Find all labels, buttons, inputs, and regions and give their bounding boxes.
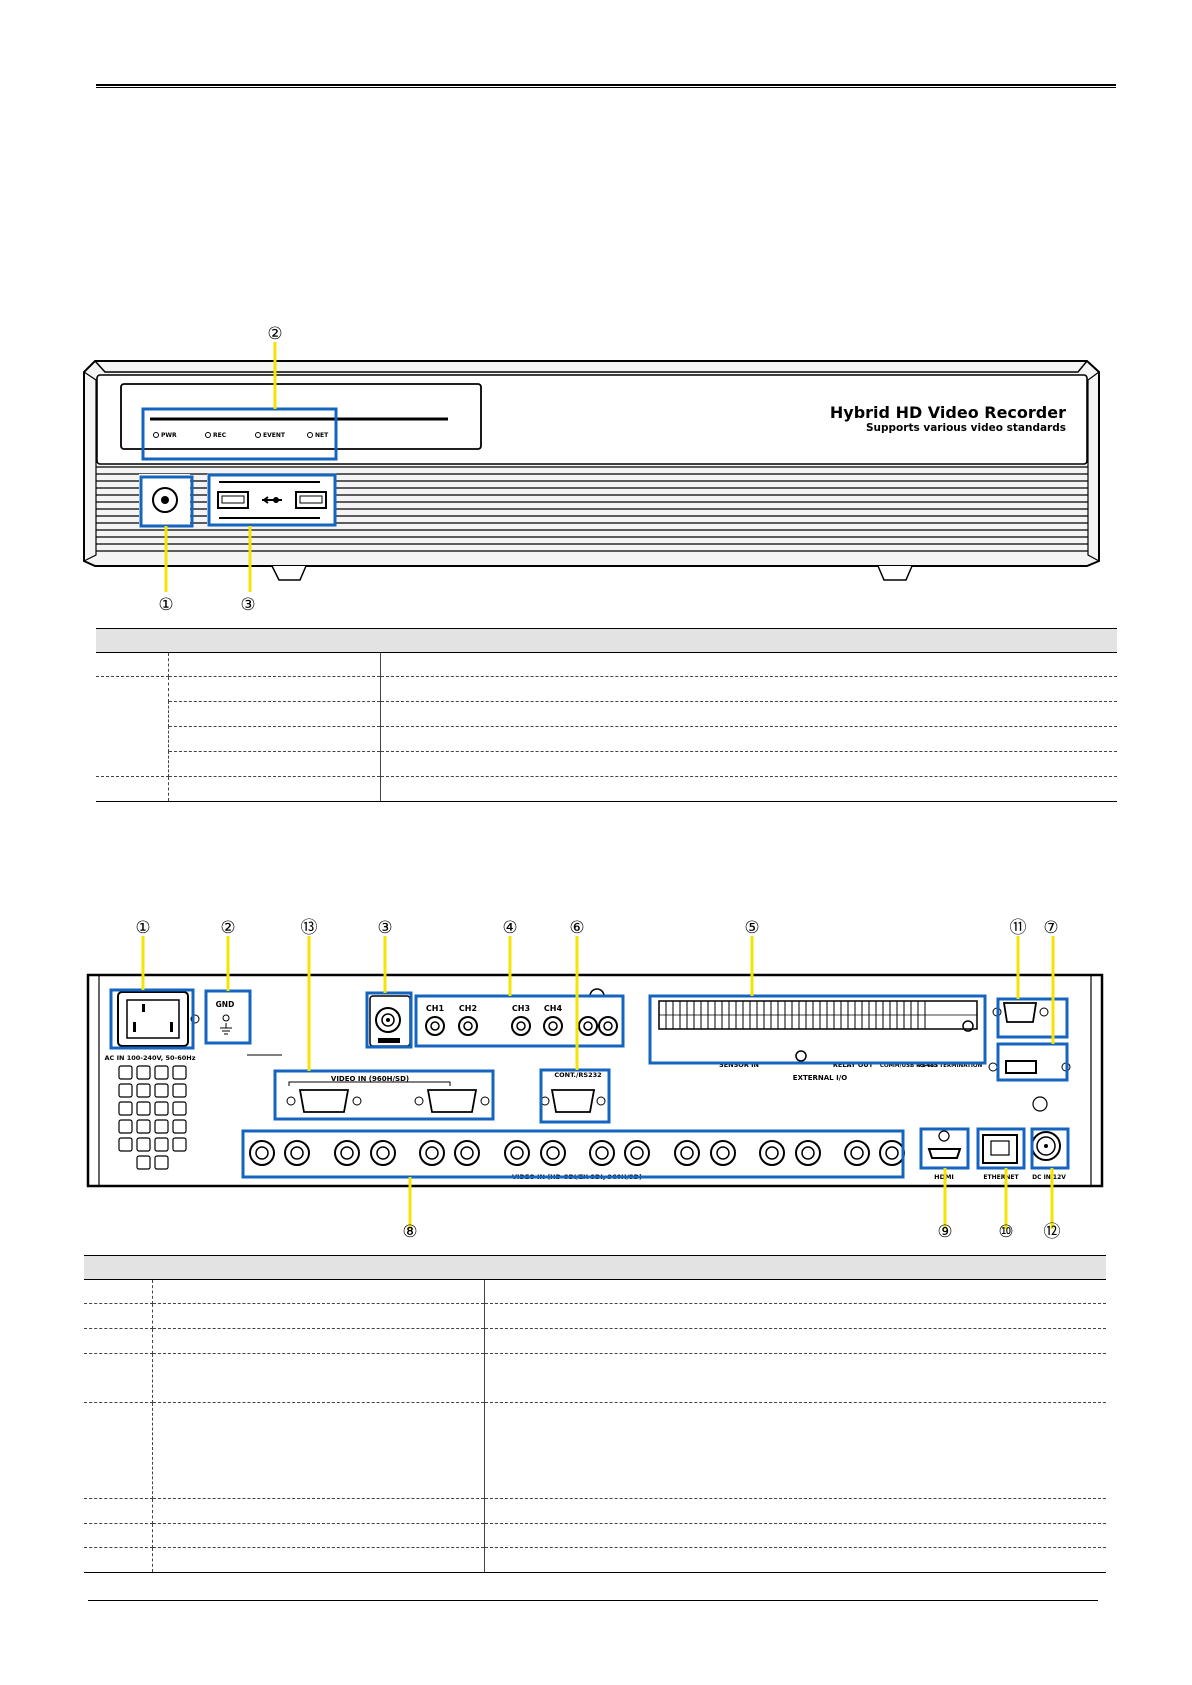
table-cell: [96, 776, 169, 802]
ch1-label: CH1: [426, 1004, 445, 1013]
table-cell: [84, 1547, 153, 1573]
table-header-cell: [380, 628, 1117, 653]
rear-callout-2: ②: [220, 918, 235, 938]
table-cell: [484, 1498, 1106, 1524]
table-cell: [84, 1353, 153, 1403]
table-cell: [96, 652, 169, 677]
table-cell: [484, 1303, 1106, 1329]
brand-title: Hybrid HD Video Recorder: [830, 403, 1066, 422]
rear-callout-5: ⑤: [744, 918, 759, 938]
table-cell: [96, 676, 169, 777]
table-cell: [380, 652, 1117, 677]
table-cell: [84, 1523, 153, 1548]
table-cell: [168, 652, 381, 677]
rear-callout-1: ①: [135, 918, 150, 938]
control-rs232-label: CONT./RS232: [554, 1071, 601, 1079]
table-cell: [84, 1279, 153, 1304]
front-panel-table: [96, 628, 1117, 802]
table-cell: [380, 726, 1117, 752]
rear-panel-diagram: AC IN 100-240V, 50-60Hz GND CH1 CH2 CH3 …: [86, 918, 1104, 1242]
ch4-label: CH4: [544, 1004, 563, 1013]
table-cell: [152, 1523, 485, 1548]
led-label-rec: REC: [213, 432, 227, 439]
callout-3: ③: [240, 595, 255, 615]
rear-callout-7: ⑦: [1043, 918, 1058, 938]
table-cell: [84, 1498, 153, 1524]
table-cell: [380, 701, 1117, 727]
table-cell: [152, 1498, 485, 1524]
table-cell: [168, 776, 381, 802]
ch2-label: CH2: [459, 1004, 477, 1013]
rear-callout-4: ④: [502, 918, 517, 938]
rear-callout-6: ⑥: [569, 918, 584, 938]
rear-callout-9: ⑨: [937, 1222, 952, 1242]
led-label-pwr: PWR: [161, 432, 177, 439]
led-label-net: NET: [315, 432, 329, 439]
dc-in-label: DC IN 12V: [1032, 1174, 1066, 1181]
table-cell: [380, 776, 1117, 802]
rear-callout-12: ⑫: [1044, 1222, 1061, 1242]
rear-panel-table: [84, 1255, 1106, 1573]
ch3-label: CH3: [512, 1004, 530, 1013]
table-cell: [152, 1328, 485, 1354]
table-cell: [152, 1547, 485, 1573]
table-header-cell: [84, 1255, 484, 1280]
table-header-cell: [96, 628, 380, 653]
table-cell: [152, 1279, 485, 1304]
rear-callout-13: ⑬: [301, 918, 318, 938]
table-cell: [380, 676, 1117, 702]
table-cell: [484, 1523, 1106, 1548]
sensor-in-label: SENSOR IN: [719, 1061, 759, 1069]
table-cell: [152, 1303, 485, 1329]
table-cell: [484, 1402, 1106, 1499]
rear-callout-3: ③: [377, 918, 392, 938]
table-cell: [484, 1328, 1106, 1354]
rs485-termination-label: RS485 TERMINATION: [918, 1063, 983, 1069]
footer-rule: [88, 1600, 1098, 1601]
ac-in-label: AC IN 100-240V, 50-60Hz: [105, 1054, 196, 1062]
comm-rs485-label: COMM/USB RS-485: [880, 1063, 938, 1069]
gnd-label: GND: [216, 1000, 235, 1009]
video-in-960h-label: VIDEO IN (960H/SD): [331, 1075, 409, 1083]
table-cell: [168, 751, 381, 777]
table-cell: [84, 1303, 153, 1329]
table-cell: [484, 1547, 1106, 1573]
table-cell: [84, 1402, 153, 1499]
table-cell: [84, 1328, 153, 1354]
ethernet-label: ETHERNET: [983, 1174, 1019, 1181]
table-cell: [168, 701, 381, 727]
table-cell: [484, 1279, 1106, 1304]
table-header-cell: [484, 1255, 1106, 1280]
brand-subtitle: Supports various video standards: [866, 422, 1066, 434]
header-rule: [96, 84, 1116, 88]
table-cell: [380, 751, 1117, 777]
table-cell: [168, 726, 381, 752]
relay-out-label: RELAY OUT: [833, 1061, 874, 1069]
rear-callout-10: ⑩: [998, 1222, 1013, 1242]
callout-2: ②: [267, 324, 282, 344]
table-cell: [152, 1402, 485, 1499]
callout-1: ①: [158, 595, 173, 615]
table-cell: [152, 1353, 485, 1403]
rear-callout-8: ⑧: [402, 1222, 417, 1242]
front-panel-diagram: PWR REC EVENT NET Hybrid HD Video Record…: [83, 324, 1100, 615]
external-io-label: EXTERNAL I/O: [793, 1074, 847, 1082]
table-cell: [168, 676, 381, 702]
table-cell: [484, 1353, 1106, 1403]
rear-callout-11: ⑪: [1010, 918, 1027, 938]
led-label-event: EVENT: [263, 432, 286, 439]
